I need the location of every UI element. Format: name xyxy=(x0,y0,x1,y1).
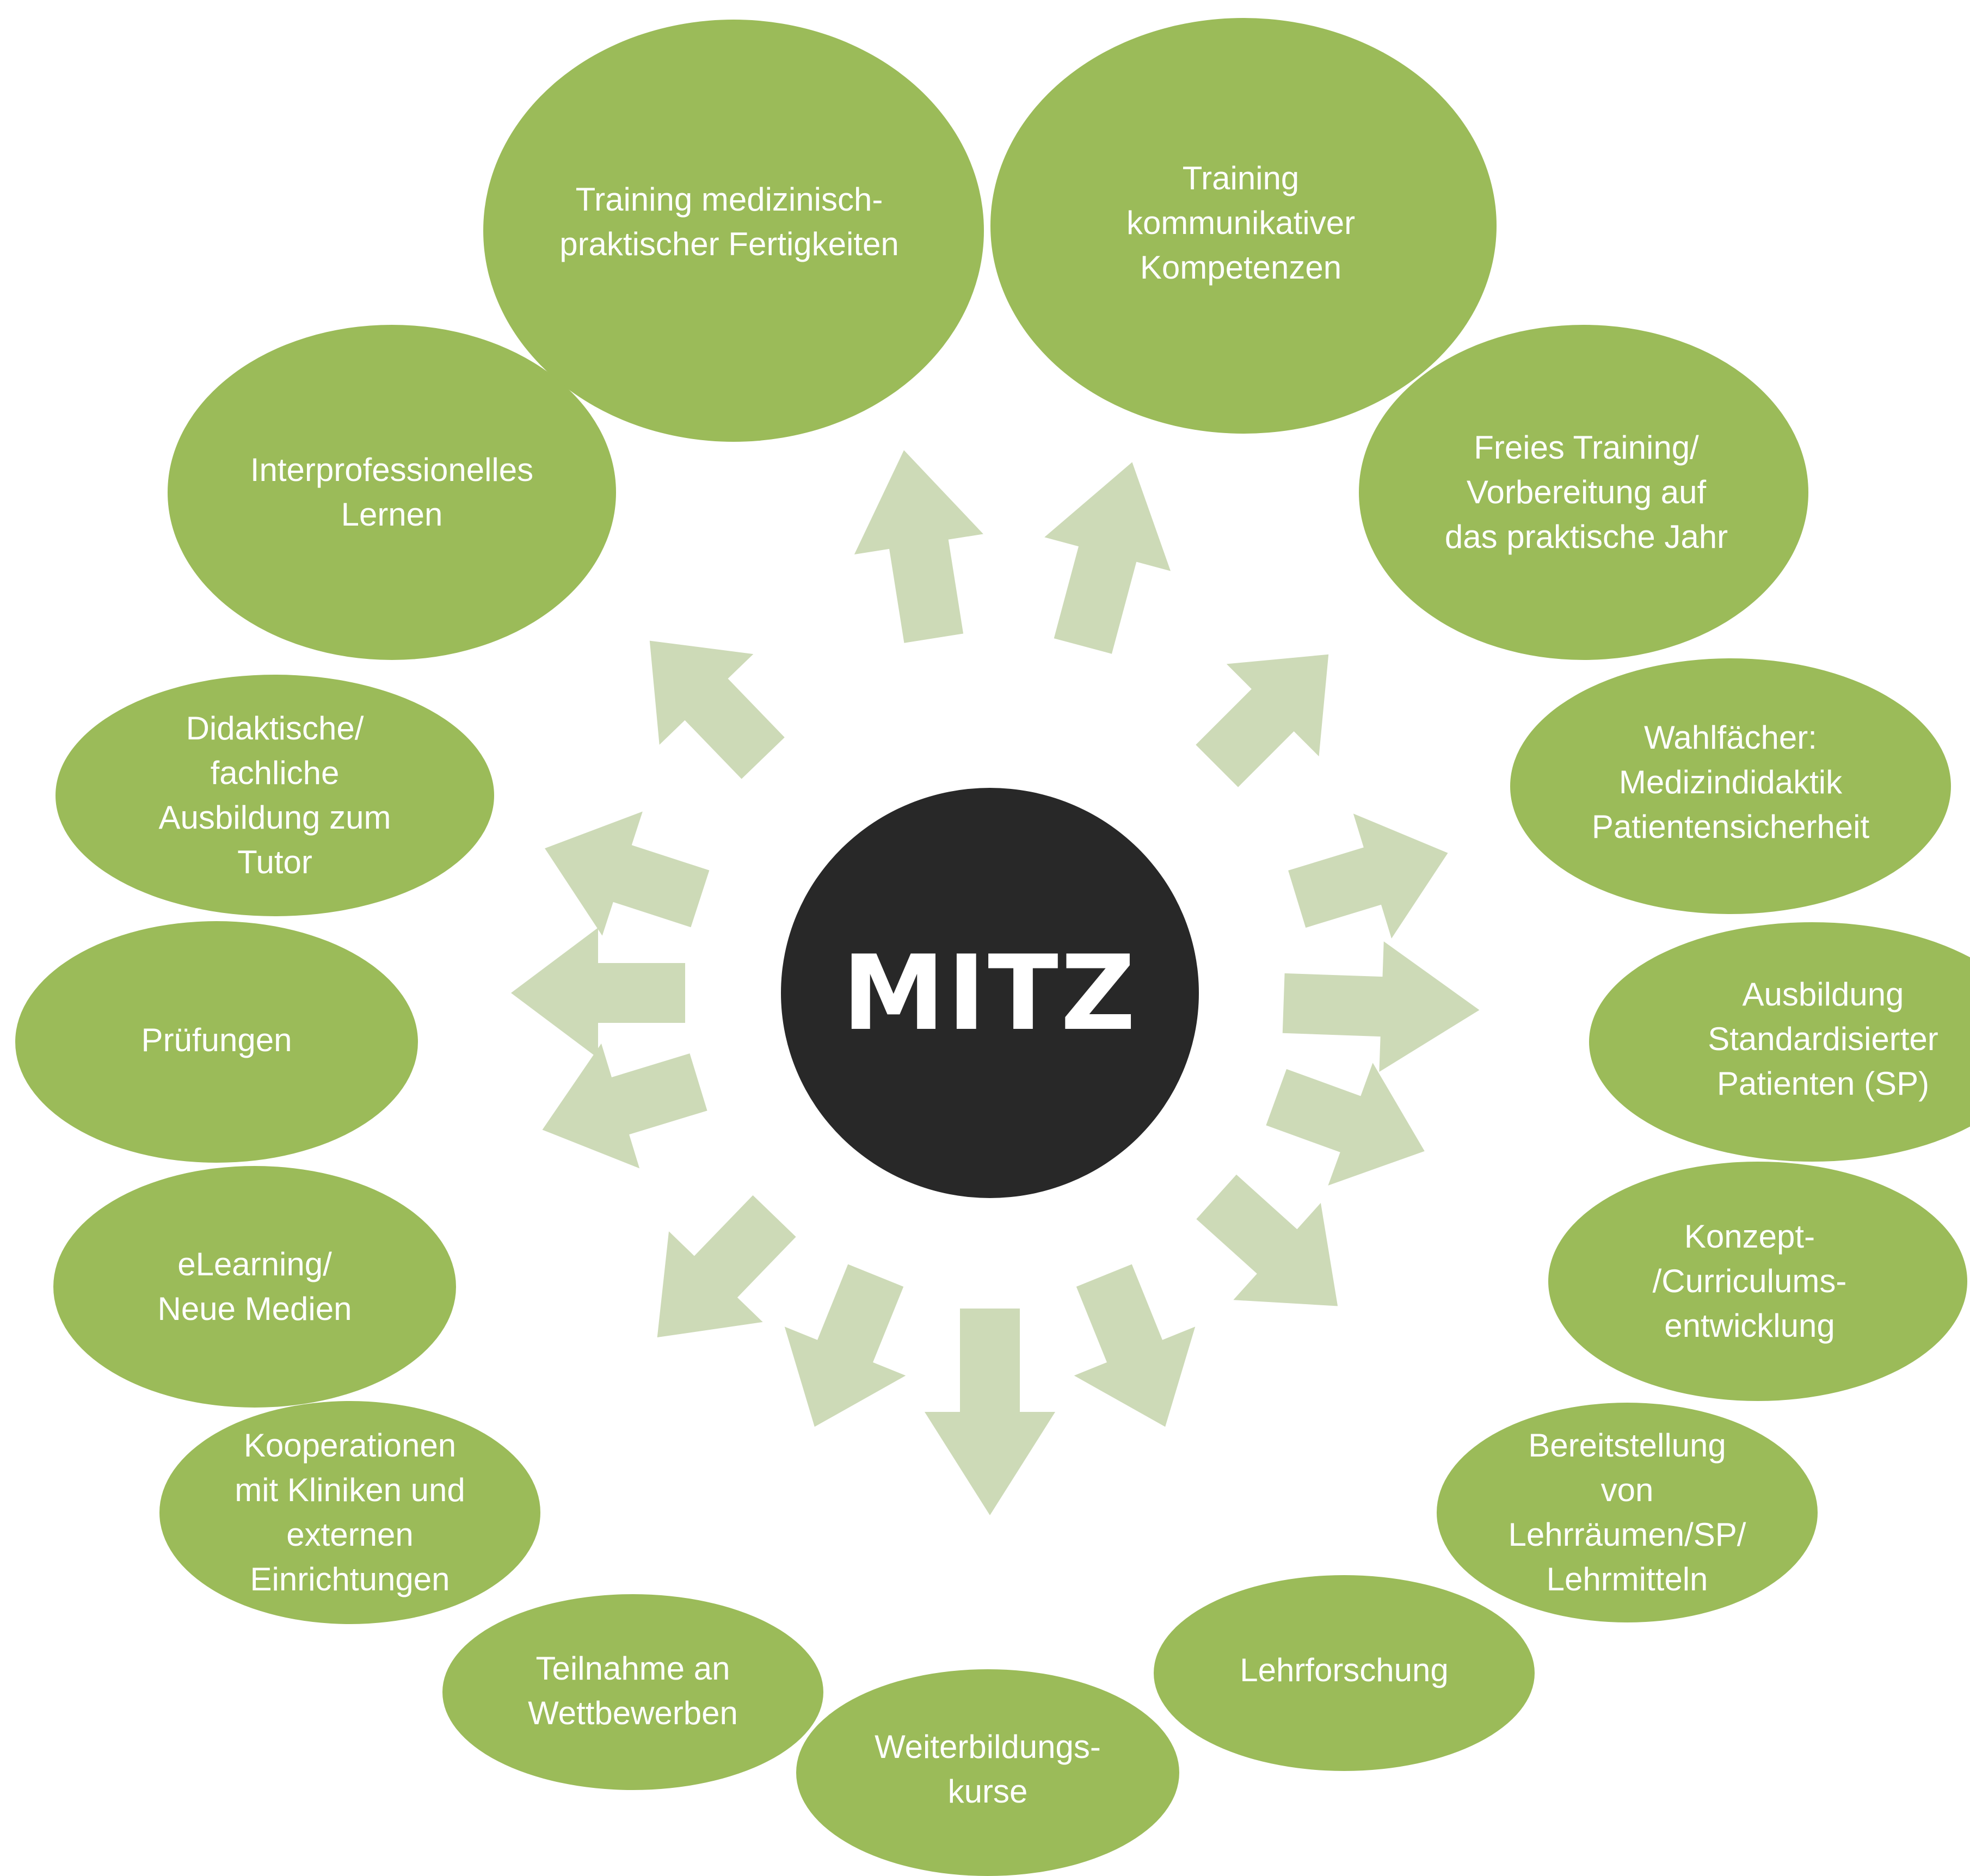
arrow-bereitstellung xyxy=(1196,1174,1338,1306)
center-label: MITZ xyxy=(842,933,1138,1053)
node-lehrforschung: Lehrforschung xyxy=(1154,1575,1535,1771)
arrow-weiterbildung xyxy=(925,1309,1055,1515)
node-label: Bereitstellung von Lehrräumen/SP/ Lehrmi… xyxy=(1508,1427,1746,1597)
node-label: Freies Training/ Vorbereitung auf das pr… xyxy=(1444,429,1728,555)
node-label: Lehrforschung xyxy=(1240,1652,1449,1688)
node-wettbewerbe: Teilnahme an Wettbewerben xyxy=(442,1594,823,1790)
arrow-pruefungen xyxy=(511,928,685,1058)
node-label: Didaktische/ fachliche Ausbildung zum Tu… xyxy=(158,710,391,880)
arrow-interprofessionell xyxy=(649,640,785,779)
arrow-konzept xyxy=(1266,1063,1425,1186)
arrow-lehrforschung xyxy=(1074,1264,1196,1427)
node-training-kommunikativ: Training kommunikativer Kompetenzen xyxy=(990,18,1497,434)
arrow-elearning xyxy=(542,1043,707,1169)
node-bereitstellung: Bereitstellung von Lehrräumen/SP/ Lehrmi… xyxy=(1437,1403,1818,1622)
node-pruefungen: Prüfungen xyxy=(15,921,418,1163)
node-training-medizinisch: Training medizinisch- praktischer Fertig… xyxy=(483,20,984,442)
node-label: eLearning/ Neue Medien xyxy=(157,1246,352,1327)
node-wahlfaecher: Wahlfächer: Medizindidaktik Patientensic… xyxy=(1510,658,1951,914)
node-label: Weiterbildungs- kurse xyxy=(875,1729,1101,1810)
node-label: Wahlfächer: Medizindidaktik Patientensic… xyxy=(1591,719,1870,845)
node-label: Kooperationen mit Kliniken und externen … xyxy=(235,1427,465,1597)
arrow-wahlfaecher xyxy=(1288,813,1448,939)
node-label: Ausbildung Standardisierter Patienten (S… xyxy=(1708,976,1938,1102)
node-kooperationen: Kooperationen mit Kliniken und externen … xyxy=(159,1401,540,1624)
center-circle: MITZ xyxy=(781,788,1199,1198)
arrow-didaktische xyxy=(545,811,710,936)
node-label: Konzept- /Curriculums- entwicklung xyxy=(1652,1218,1847,1344)
arrow-training-medizinisch xyxy=(854,450,983,643)
node-interprofessionell: Interprofessionelles Lernen xyxy=(168,325,616,660)
arrow-freies-training xyxy=(1196,654,1329,787)
arrow-training-kommunikativ xyxy=(1044,462,1171,654)
node-label: Training kommunikativer Kompetenzen xyxy=(1126,160,1356,286)
arrow-kooperationen xyxy=(657,1195,796,1338)
node-label: Interprofessionelles Lernen xyxy=(250,452,534,533)
node-label: Teilnahme an Wettbewerben xyxy=(528,1650,738,1731)
node-konzept: Konzept- /Curriculums- entwicklung xyxy=(1548,1162,1967,1401)
node-ausbildung-sp: Ausbildung Standardisierter Patienten (S… xyxy=(1589,922,1970,1162)
node-didaktische: Didaktische/ fachliche Ausbildung zum Tu… xyxy=(56,675,494,916)
node-elearning: eLearning/ Neue Medien xyxy=(53,1166,456,1408)
arrow-wettbewerbe xyxy=(784,1264,906,1427)
node-label: Training medizinisch- praktischer Fertig… xyxy=(559,181,899,262)
node-freies-training: Freies Training/ Vorbereitung auf das pr… xyxy=(1359,325,1808,660)
node-label: Prüfungen xyxy=(141,1022,292,1058)
node-weiterbildung: Weiterbildungs- kurse xyxy=(796,1669,1179,1876)
arrow-ausbildung-sp xyxy=(1282,941,1480,1072)
